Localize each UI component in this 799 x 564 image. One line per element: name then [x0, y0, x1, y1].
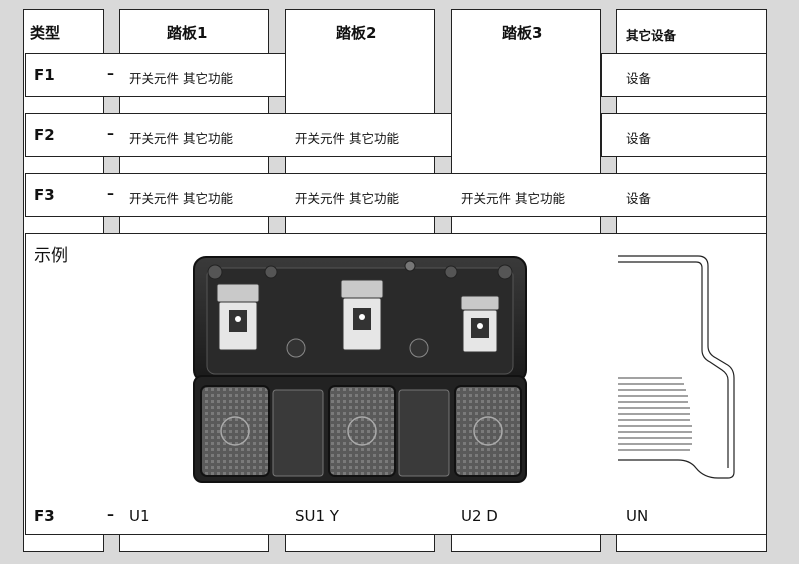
row-f2-left [25, 113, 452, 157]
example-caption: 示例 [34, 246, 68, 266]
row-f1-left [25, 53, 286, 97]
row-f1-label: F1 [34, 66, 55, 84]
example-code-other: UN [626, 507, 649, 525]
row-f3-other: 设备 [626, 191, 652, 206]
row-f3-pedal1: 开关元件 其它功能 [129, 191, 233, 206]
row-f3-dash: – [107, 186, 114, 202]
row-f1-dash: – [107, 66, 114, 82]
row-f1-other: 设备 [626, 71, 652, 86]
accessory-drawing [618, 255, 735, 479]
row-f3-pedal2: 开关元件 其它功能 [295, 191, 399, 206]
row-f2-label: F2 [34, 126, 55, 144]
row-f3-label: F3 [34, 186, 55, 204]
row-f2-right [601, 113, 767, 157]
example-dash: – [107, 507, 114, 523]
header-type: 类型 [30, 24, 61, 42]
row-f1-right [601, 53, 767, 97]
row-f2-pedal2: 开关元件 其它功能 [295, 131, 399, 146]
row-f3-pedal3: 开关元件 其它功能 [461, 191, 565, 206]
header-pedal1: 踏板1 [167, 24, 208, 42]
foot-pedal-image [193, 256, 527, 483]
row-f2-dash: – [107, 126, 114, 142]
row-f3 [25, 173, 767, 217]
row-f2-pedal1: 开关元件 其它功能 [129, 131, 233, 146]
row-f2-other: 设备 [626, 131, 652, 146]
header-pedal3: 踏板3 [502, 24, 543, 42]
header-other: 其它设备 [626, 28, 677, 43]
example-code-pedal1: U1 [129, 507, 150, 525]
example-label: F3 [34, 507, 55, 525]
row-f1-pedal1: 开关元件 其它功能 [129, 71, 233, 86]
example-code-pedal3: U2 D [461, 507, 498, 525]
header-pedal2: 踏板2 [336, 24, 377, 42]
example-code-pedal2: SU1 Y [295, 507, 339, 525]
